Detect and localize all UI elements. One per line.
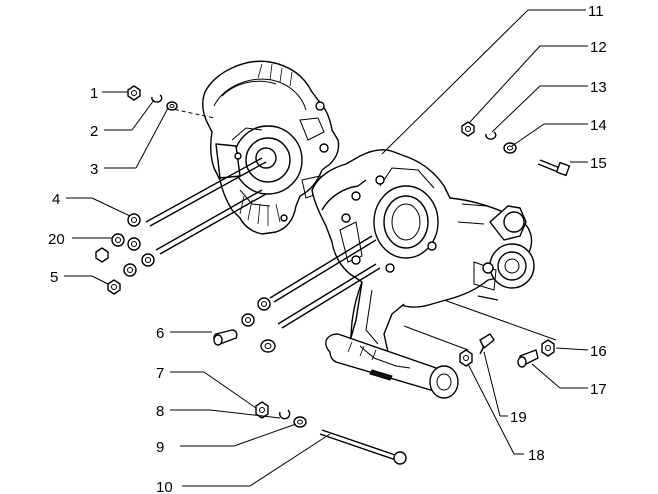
- callout-3: 3: [90, 161, 98, 178]
- part-18-nut: [459, 349, 473, 367]
- part-16-nut: [541, 339, 555, 357]
- callout-14: 14: [590, 117, 607, 134]
- part-13-spring-washer: [485, 131, 497, 140]
- crankcase-studs-left: [145, 157, 267, 255]
- callout-13: 13: [590, 79, 607, 96]
- callout-18: 18: [528, 447, 545, 464]
- part-10-long-bolt: [319, 429, 407, 465]
- callout-9: 9: [156, 439, 164, 456]
- callout-7: 7: [156, 365, 164, 382]
- callout-5: 5: [50, 269, 58, 286]
- part-15-bolt: [537, 159, 571, 177]
- part-19-nipple: [479, 333, 495, 355]
- callout-20: 20: [48, 231, 65, 248]
- part-20-washers: [95, 233, 255, 327]
- callout-17: 17: [590, 381, 607, 398]
- part-8-spring-washer: [278, 409, 291, 420]
- callout-8: 8: [156, 403, 164, 420]
- callout-11: 11: [588, 3, 604, 20]
- part-1-nut: [127, 85, 141, 101]
- part-4-stud-nuts: [127, 213, 276, 353]
- callout-10: 10: [156, 479, 173, 494]
- part-9-washer: [293, 416, 307, 428]
- callout-4: 4: [52, 191, 60, 208]
- part-7-nut: [255, 401, 269, 419]
- part-6-bushing: [213, 329, 238, 346]
- left-crankcase-half: [167, 60, 340, 235]
- part-3-washer: [166, 101, 178, 111]
- leader-lines: [64, 9, 589, 487]
- callout-12: 12: [590, 39, 607, 56]
- crankcase-studs-right: [269, 235, 381, 329]
- part-5-nut: [107, 279, 121, 295]
- callout-19: 19: [510, 409, 527, 426]
- callout-6: 6: [156, 325, 164, 342]
- part-12-nut: [461, 121, 475, 137]
- callout-15: 15: [590, 155, 607, 172]
- callout-2: 2: [90, 123, 98, 140]
- callout-1: 1: [90, 85, 98, 102]
- callout-labels: 1 2 3 4 5 6 7 8 9 10 11 12 13 14 15 16 1…: [48, 3, 607, 494]
- part-17-stud: [517, 349, 539, 368]
- right-crankcase-swingarm: [311, 149, 535, 399]
- callout-16: 16: [590, 343, 607, 360]
